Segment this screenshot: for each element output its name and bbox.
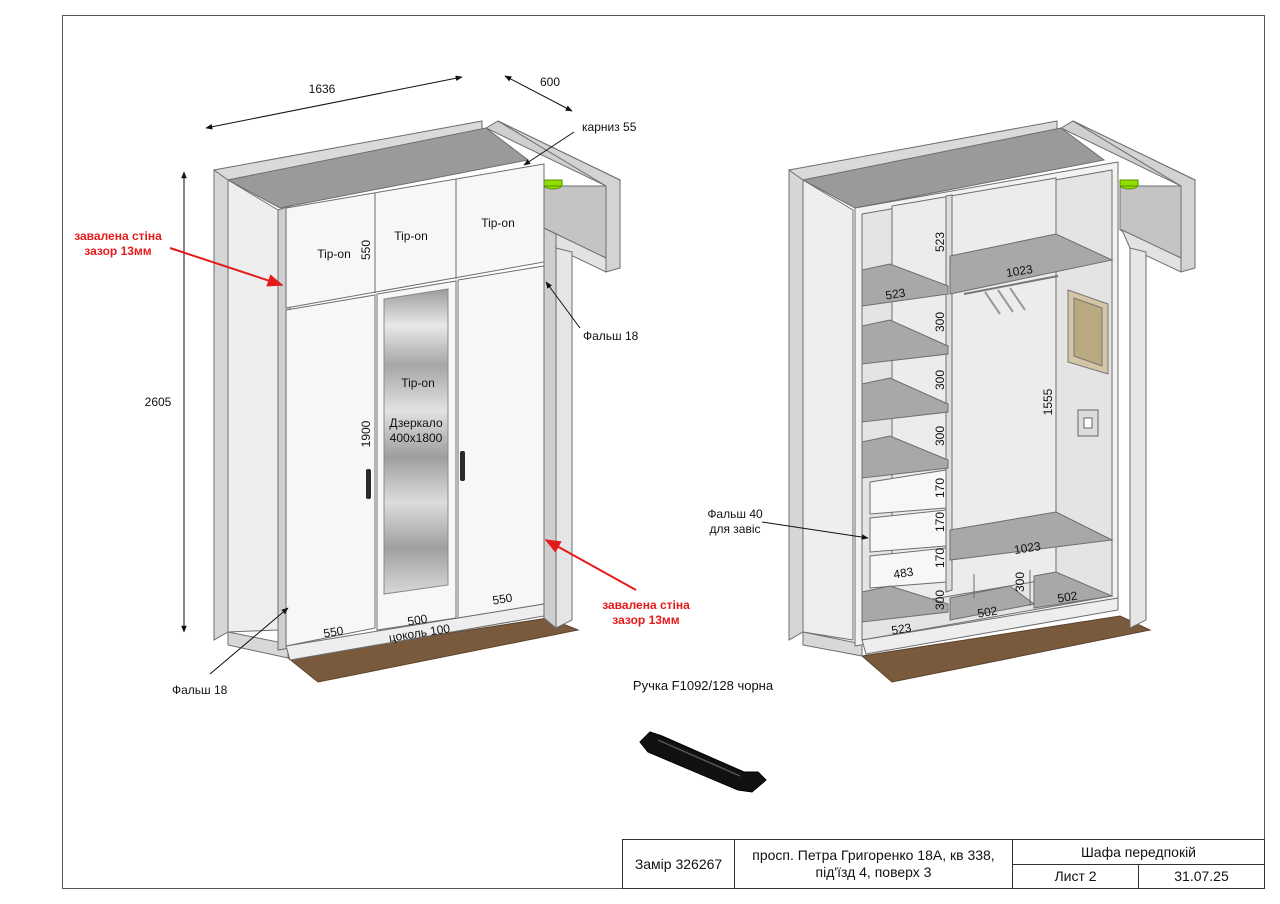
label-tipon-3: Tip-on: [481, 216, 515, 230]
label-mirror-1: Дзеркало: [389, 416, 443, 430]
hanging-rail: [963, 275, 1059, 295]
right-wall-lower: [555, 247, 573, 629]
title-address-cell: просп. Петра Григоренко 18А, кв 338, під…: [734, 839, 1013, 889]
title-name-cell: Шафа передпокій: [1012, 839, 1265, 865]
dim-height: 2605: [145, 395, 172, 409]
shelf-2: [861, 319, 949, 365]
mezzanine-front: [285, 163, 545, 309]
dim-drawer-2: 170: [933, 512, 947, 532]
dim-door-height: 1900: [359, 420, 373, 447]
sheet-number: Лист 2: [1054, 868, 1097, 884]
dim-gap-2: 300: [933, 370, 947, 390]
dim-width: 1636: [309, 82, 336, 96]
dim-bottom-gap-left: 300: [933, 590, 947, 610]
label-falsh-right: Фальш 18: [583, 329, 639, 343]
order-number: Замір 326267: [634, 855, 723, 872]
label-falsh-40-1: Фальш 40: [707, 507, 763, 521]
dim-bottom-gap-mid: 300: [1013, 572, 1027, 592]
drawer-3: [869, 547, 947, 589]
address-line-1: просп. Петра Григоренко 18А, кв 338,: [752, 847, 995, 863]
title-date-cell: 31.07.25: [1138, 864, 1265, 889]
dim-bottom-mid: 500: [406, 612, 428, 629]
handle-door-right: [460, 451, 465, 481]
dim-hang-height: 1555: [1041, 388, 1055, 415]
address-line-2: під'їзд 4, поверх 3: [815, 864, 932, 880]
open-cabinet-view: [787, 120, 1197, 683]
handle-door-left: [366, 469, 371, 499]
right-wall-upper: [497, 120, 621, 273]
handle-illustration: Ручка F1092/128 чорна: [633, 678, 774, 793]
label-cornice: карниз 55: [582, 120, 637, 134]
dim-shelf-1: 523: [884, 286, 906, 303]
floor-right: [860, 615, 1152, 683]
drawer-1: [869, 469, 947, 515]
shelf-3: [861, 377, 949, 423]
dim-bottom-right: 550: [491, 591, 513, 608]
hang-shelf-top: [949, 233, 1114, 295]
mirror-panel: [383, 288, 449, 595]
handle-label: Ручка F1092/128 чорна: [633, 678, 774, 693]
label-tipon-2: Tip-on: [394, 229, 428, 243]
dim-bottom-right: 502: [1056, 589, 1078, 606]
dim-mezz-height: 550: [359, 240, 373, 260]
label-tipon-1: Tip-on: [317, 247, 351, 261]
title-order-cell: Замір 326267: [622, 839, 735, 889]
door-left: [285, 294, 376, 647]
label-mirror-2: 400x1800: [390, 431, 443, 445]
drawer-2: [869, 509, 947, 553]
drawing-date: 31.07.25: [1174, 868, 1229, 884]
wall-note-bot-1: завалена стіна: [602, 598, 690, 612]
door-right: [457, 265, 545, 619]
hangers: [984, 287, 1026, 315]
dim-hang-width: 1023: [1005, 262, 1034, 280]
floor: [286, 617, 580, 683]
wall-note-top-1: завалена стіна: [74, 229, 162, 243]
wall-note-top-2: зазор 13мм: [84, 244, 152, 258]
dim-bottom-mid: 502: [976, 604, 998, 621]
label-falsh-40-2: для завіс: [709, 522, 760, 536]
wall-note-bot-2: зазор 13мм: [612, 613, 680, 627]
title-sheet-cell: Лист 2: [1012, 864, 1139, 889]
dim-drawer-3: 170: [933, 548, 947, 568]
dim-drawer-1: 170: [933, 478, 947, 498]
dim-col-top: 523: [933, 232, 947, 252]
dim-gap-1: 300: [933, 312, 947, 332]
dim-bottom-left: 550: [322, 624, 344, 641]
dim-bottom-width: 1023: [1013, 539, 1042, 557]
dim-drawer-width: 483: [892, 565, 914, 582]
shelf-1: [861, 263, 949, 307]
left-dimensions: [181, 75, 581, 675]
label-falsh-left: Фальш 18: [172, 683, 228, 697]
left-wall: [213, 167, 229, 641]
drawing-title: Шафа передпокій: [1080, 843, 1197, 860]
dim-gap-3: 300: [933, 426, 947, 446]
hang-shelf-bottom: [949, 511, 1114, 561]
dim-depth: 600: [540, 75, 560, 89]
shelf-4: [861, 435, 949, 479]
label-tipon-mirror: Tip-on: [401, 376, 435, 390]
red-annotations: [169, 247, 637, 591]
closed-cabinet-view: [212, 120, 622, 683]
dim-bottom-left: 523: [890, 621, 912, 638]
